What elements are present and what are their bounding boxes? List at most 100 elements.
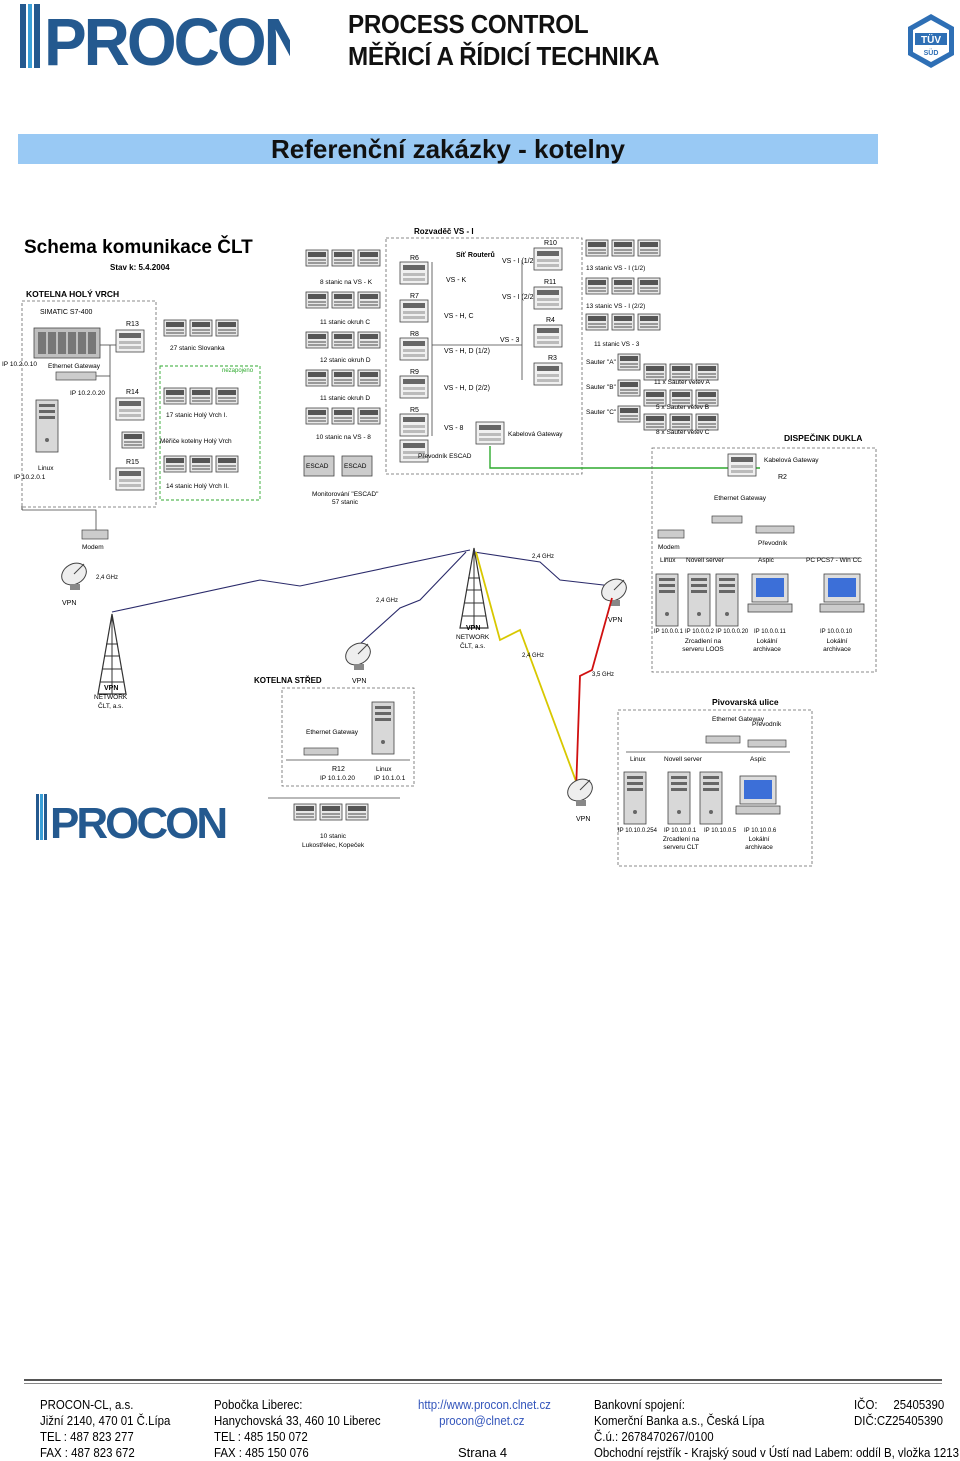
- label-sa11: 11 x Sauter větev A: [654, 379, 711, 386]
- footer-branch-fax: FAX : 485 150 076: [214, 1445, 309, 1460]
- footer-email-link[interactable]: procon@clnet.cz: [439, 1413, 525, 1428]
- stations-slovanka: [164, 320, 238, 336]
- pivovarska-box: [617, 709, 813, 867]
- kabelova-gateway: [475, 421, 505, 445]
- footer-bank-title: Bankovní spojení:: [594, 1397, 685, 1412]
- dish-stred: [341, 638, 375, 671]
- label-linux-stred: Linux: [376, 766, 392, 773]
- label-ip-s1: IP 10.1.0.20: [320, 775, 355, 782]
- label-s27: 27 stanic Slovanka: [170, 345, 225, 352]
- label-vpn-stred: VPN: [352, 678, 366, 685]
- label-eth-gw-pivo: Ethernet Gateway: [712, 716, 765, 723]
- router-r10: [533, 247, 563, 271]
- company-tagline: PROCESS CONTROL MĚŘICÍ A ŘÍDICÍ TECHNIKA: [348, 8, 660, 72]
- stations-hv1: [164, 388, 238, 404]
- svg-text:PROCON: PROCON: [50, 799, 225, 848]
- dukla-box: [651, 447, 877, 673]
- procon-logo-small: PROCON: [36, 794, 228, 848]
- footer-branch-tel: TEL : 485 150 072: [214, 1429, 308, 1444]
- label-modem-dukla: Modem: [658, 544, 680, 551]
- label-sa5: 5 x Sauter větev B: [656, 404, 709, 411]
- dish-pivo: [563, 774, 597, 807]
- tagline-line1: PROCESS CONTROL: [348, 9, 589, 39]
- label-kabelova: Kabelová Gateway: [508, 431, 563, 438]
- footer-divider-thin: [24, 1383, 942, 1384]
- modem-dukla: [657, 529, 685, 539]
- green-group-box: [159, 365, 261, 501]
- footer-ids: IČO:25405390 DIČ:CZ25405390: [854, 1397, 944, 1429]
- section-holy-vrch: KOTELNA HOLÝ VRCH: [26, 288, 119, 299]
- label-nezapojeno: nezapojeno: [222, 368, 254, 374]
- eth-gw-stred: [303, 747, 339, 756]
- router-r14: [115, 397, 145, 421]
- svg-text:TÜV: TÜV: [921, 33, 941, 46]
- router-r15: [115, 467, 145, 491]
- linux-server-hv: [35, 399, 59, 453]
- label-lokalni-1: Lokální archivace: [753, 638, 781, 653]
- dish-dukla: [597, 574, 631, 607]
- label-clt-left: ČLT, a.s.: [98, 701, 123, 710]
- label-ip-d2: IP 10.0.0.2: [685, 629, 715, 635]
- stations-vsi1: [586, 240, 660, 256]
- link-hv-center: [111, 549, 471, 613]
- link-dukla-pivo: [575, 597, 613, 793]
- label-vpn-dukla: VPN: [608, 617, 622, 624]
- label-prevodnik-pivo: Převodník: [752, 721, 782, 728]
- label-r3: R3: [548, 355, 557, 362]
- diagram-title: Schema komunikace ČLT: [24, 236, 253, 258]
- stations-lukostrelec: [294, 804, 368, 820]
- label-aspic-pivo: Aspic: [750, 756, 767, 763]
- svg-text:PROCON: PROCON: [44, 5, 290, 70]
- label-router-net: Síť Routerů: [456, 251, 495, 259]
- router-r6: [399, 261, 429, 285]
- label-sa8: 8 x Sauter větev C: [656, 429, 710, 436]
- label-sauter-a: Sauter "A": [586, 359, 617, 366]
- rozvadec-box: [385, 237, 583, 475]
- linux-server-pivo: [623, 771, 647, 825]
- label-novell-dukla: Novell server: [686, 557, 725, 564]
- label-r9: R9: [410, 369, 419, 376]
- novell-server-dukla: [687, 573, 711, 627]
- label-r15: R15: [126, 459, 139, 466]
- label-vshd1: VS - H, D (1/2): [444, 348, 490, 355]
- server-dukla: [715, 573, 739, 627]
- label-s11d: 11 stanic okruh D: [320, 395, 370, 402]
- footer-company-address: Jižní 2140, 470 01 Č.Lípa: [40, 1413, 171, 1428]
- stations-vsk: [306, 250, 380, 266]
- server-pivo: [699, 771, 723, 825]
- label-ip-hv2: IP 10.2.0.20: [70, 390, 105, 397]
- label-vs8: VS - 8: [444, 425, 464, 432]
- prevodnik-pivo: [747, 739, 787, 748]
- sauter-branch-c: [644, 414, 718, 430]
- label-prevodnik-escad: Převodník ESCAD: [418, 453, 472, 460]
- label-vshc: VS - H, C: [444, 313, 474, 320]
- label-modem-hv: Modem: [82, 544, 104, 551]
- footer-company-name: PROCON-CL, a.s.: [40, 1397, 134, 1412]
- sauter-a: [617, 353, 641, 371]
- footer-web: http://www.procon.clnet.cz procon@clnet.…: [418, 1397, 551, 1429]
- label-escad-1: ESCAD: [306, 463, 329, 470]
- footer-branch-name: Pobočka Liberec:: [214, 1397, 303, 1412]
- label-ip-hv-linux: IP 10.2.0.1: [14, 474, 46, 481]
- stations-okruh-d2: [306, 370, 380, 386]
- label-vshd2: VS - H, D (2/2): [444, 385, 490, 392]
- modem-hv: [81, 529, 109, 540]
- tuv-badge-icon: TÜV SÜD: [908, 14, 954, 68]
- device-hv: [121, 431, 145, 449]
- router-r9: [399, 375, 429, 399]
- label-r11: R11: [544, 279, 556, 286]
- eth-gw-dukla: [711, 515, 743, 524]
- dic-value: CZ25405390: [876, 1413, 944, 1428]
- mast-center: [459, 547, 489, 629]
- label-s10-luk: 10 stanic: [320, 833, 347, 840]
- label-escad-2: ESCAD: [344, 463, 367, 470]
- section-stred: KOTELNA STŘED: [254, 676, 322, 685]
- label-vsi2: VS - I (2/2): [502, 294, 536, 301]
- label-kabelova-dukla: Kabelová Gateway: [764, 457, 819, 464]
- label-ip-hv1: IP 10.2.0.10: [2, 361, 37, 368]
- label-luk: Lukostřelec, Kopeček: [302, 842, 365, 849]
- label-ip-s2: IP 10.1.0.1: [374, 775, 406, 782]
- label-s12d: 12 stanic okruh D: [320, 357, 371, 364]
- label-linux-pivo: Linux: [630, 756, 646, 763]
- footer-website-link[interactable]: http://www.procon.clnet.cz: [418, 1397, 551, 1412]
